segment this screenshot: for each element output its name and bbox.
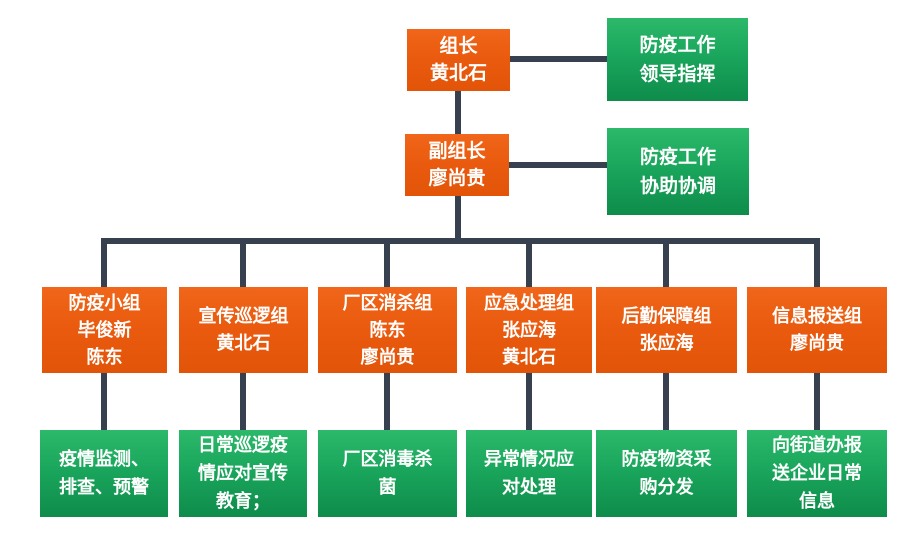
box-line: 张应海 bbox=[502, 319, 556, 341]
box-line: 信息 bbox=[799, 490, 835, 512]
duty-box-5: 防疫物资采 购分发 bbox=[596, 430, 737, 517]
leader-box: 组长 黄北石 bbox=[407, 29, 510, 91]
box-line: 防疫物资采 bbox=[621, 448, 712, 470]
connector-leader-to-role bbox=[505, 56, 609, 62]
box-line: 黄北石 bbox=[216, 333, 271, 354]
box-line: 情应对宣传 bbox=[198, 462, 288, 484]
deputy-box: 副组长 廖尚贵 bbox=[405, 134, 509, 196]
box-line: 菌 bbox=[378, 476, 397, 498]
box-line: 送企业日常 bbox=[772, 462, 862, 484]
box-line: 陈东 bbox=[369, 319, 406, 341]
box-line: 疫情监测、 bbox=[59, 448, 149, 470]
duty-box-2: 日常巡逻疫 情应对宣传 教育； bbox=[179, 430, 307, 517]
connector-stub-4 bbox=[526, 371, 532, 431]
box-line: 副组长 bbox=[428, 140, 486, 162]
box-line: 厂区消毒杀 bbox=[342, 448, 433, 470]
group-box-4: 应急处理组 张应海 黄北石 bbox=[466, 287, 592, 373]
connector-stub-3 bbox=[384, 371, 390, 431]
connector-drop-4 bbox=[526, 238, 532, 288]
box-line: 教育； bbox=[216, 490, 270, 512]
duty-box-3: 厂区消毒杀 菌 bbox=[318, 430, 457, 517]
connector-drop-2 bbox=[240, 238, 246, 288]
box-line: 廖尚贵 bbox=[360, 346, 415, 368]
connector-drop-6 bbox=[814, 238, 820, 288]
connector-drop-3 bbox=[384, 238, 390, 288]
deputy-role-box: 防疫工作 协助协调 bbox=[607, 128, 749, 215]
box-line: 应急处理组 bbox=[484, 292, 574, 314]
box-line: 对处理 bbox=[502, 476, 556, 498]
connector-drop-5 bbox=[663, 238, 669, 288]
box-line: 黄北石 bbox=[502, 346, 556, 368]
connector-deputy-to-bar bbox=[455, 194, 461, 240]
group-box-1: 防疫小组 毕俊新 陈东 bbox=[42, 287, 167, 373]
box-line: 日常巡逻疫 bbox=[198, 434, 288, 456]
duty-box-6: 向街道办报 送企业日常 信息 bbox=[747, 430, 887, 517]
leader-role-box: 防疫工作 领导指挥 bbox=[607, 18, 748, 101]
box-line: 防疫工作 bbox=[639, 33, 716, 56]
duty-box-4: 异常情况应 对处理 bbox=[466, 430, 592, 517]
box-line: 购分发 bbox=[639, 476, 694, 498]
box-line: 宣传巡逻组 bbox=[198, 306, 289, 327]
box-line: 陈东 bbox=[86, 346, 123, 368]
connector-deputy-to-role bbox=[505, 162, 609, 168]
group-box-3: 厂区消杀组 陈东 廖尚贵 bbox=[318, 287, 457, 373]
connector-stub-5 bbox=[663, 371, 669, 431]
connector-stub-2 bbox=[240, 371, 246, 431]
connector-drop-1 bbox=[101, 238, 107, 288]
box-line: 廖尚贵 bbox=[790, 333, 844, 354]
box-line: 信息报送组 bbox=[772, 306, 862, 327]
box-line: 异常情况应 bbox=[484, 448, 574, 470]
box-line: 协助协调 bbox=[639, 174, 716, 197]
box-line: 毕俊新 bbox=[77, 319, 132, 341]
box-line: 向街道办报 bbox=[772, 434, 862, 456]
box-line: 廖尚贵 bbox=[428, 167, 486, 189]
box-line: 防疫小组 bbox=[68, 292, 141, 314]
box-line: 组长 bbox=[439, 35, 478, 57]
connector-leader-to-deputy bbox=[455, 88, 461, 136]
box-line: 黄北石 bbox=[429, 62, 487, 84]
box-line: 厂区消杀组 bbox=[342, 292, 433, 314]
box-line: 排查、预警 bbox=[59, 476, 149, 498]
box-line: 后勤保障组 bbox=[621, 306, 712, 327]
box-line: 张应海 bbox=[639, 333, 694, 354]
group-box-2: 宣传巡逻组 黄北石 bbox=[179, 287, 308, 373]
box-line: 领导指挥 bbox=[639, 62, 716, 85]
group-box-5: 后勤保障组 张应海 bbox=[596, 287, 737, 373]
connector-stub-6 bbox=[814, 371, 820, 431]
group-box-6: 信息报送组 廖尚贵 bbox=[747, 287, 887, 373]
duty-box-1: 疫情监测、 排查、预警 bbox=[40, 430, 168, 517]
connector-horizontal-bar bbox=[101, 238, 820, 244]
connector-stub-1 bbox=[101, 371, 107, 431]
box-line: 防疫工作 bbox=[639, 145, 716, 168]
